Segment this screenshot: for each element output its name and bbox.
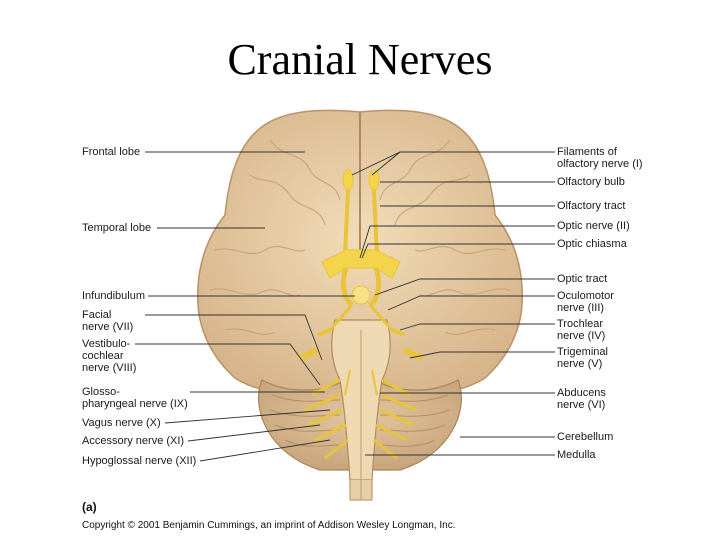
brainstem-shape [331, 319, 391, 501]
page-title: Cranial Nerves [227, 35, 493, 84]
label-facial-nerve: Facial nerve (VII) [82, 309, 134, 333]
label-filaments-olfactory: Filaments of olfactory nerve (I) [557, 146, 643, 170]
label-vagus-nerve: Vagus nerve (X) [82, 417, 161, 429]
label-olfactory-tract: Olfactory tract [557, 200, 626, 212]
panel-tag: (a) [82, 500, 97, 514]
label-frontal-lobe: Frontal lobe [82, 146, 141, 158]
label-optic-tract: Optic tract [557, 273, 608, 285]
leader-lines [135, 151, 555, 462]
label-medulla: Medulla [557, 449, 596, 461]
label-trigeminal-nerve: Trigeminal nerve (V) [557, 346, 608, 370]
label-oculomotor-nerve: Oculomotor nerve (III) [557, 290, 614, 314]
label-optic-nerve: Optic nerve (II) [557, 220, 630, 232]
label-temporal-lobe: Temporal lobe [82, 222, 152, 234]
label-vestibulocochlear-nerve: Vestibulo- cochlear nerve (VIII) [82, 338, 137, 374]
label-cerebellum: Cerebellum [557, 431, 614, 443]
label-trochlear-nerve: Trochlear nerve (IV) [557, 318, 606, 342]
label-hypoglossal-nerve: Hypoglossal nerve (XII) [82, 455, 197, 467]
label-accessory-nerve: Accessory nerve (XI) [82, 435, 185, 447]
label-olfactory-bulb: Olfactory bulb [557, 176, 625, 188]
label-glossopharyngeal-nerve: Glosso- pharyngeal nerve (IX) [82, 386, 188, 410]
copyright-text: Copyright © 2001 Benjamin Cummings, an i… [82, 520, 456, 531]
label-infundibulum: Infundibulum [82, 290, 145, 302]
label-optic-chiasma: Optic chiasma [557, 238, 627, 250]
label-abducens-nerve: Abducens nerve (VI) [557, 387, 606, 411]
